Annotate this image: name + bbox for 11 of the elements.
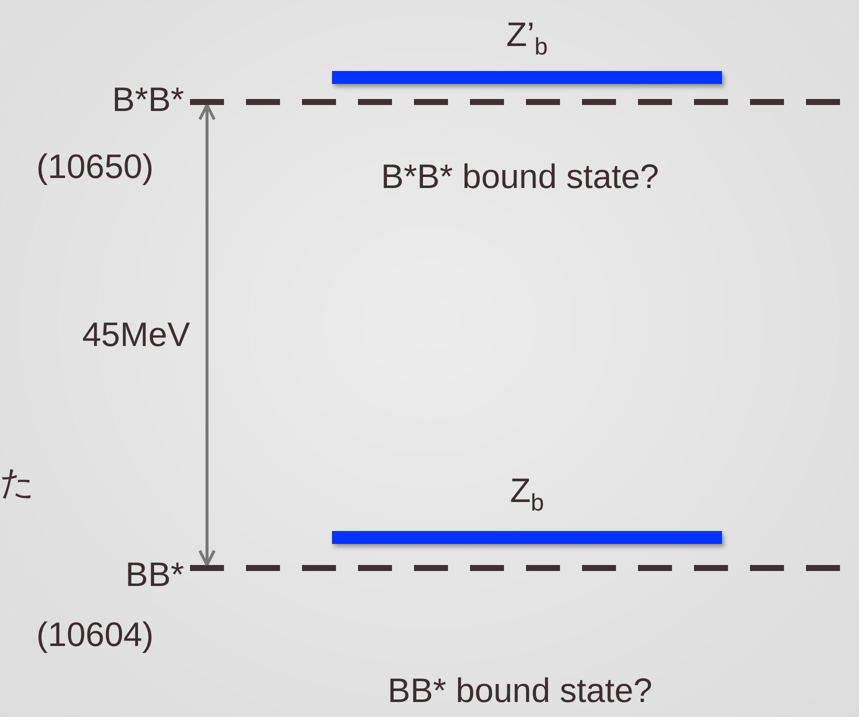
- threshold-label: BB*: [124, 558, 184, 592]
- mass-value: (10650): [35, 150, 155, 184]
- energy-level-bar: [332, 71, 722, 84]
- edge-label: 45MeV: [81, 318, 190, 352]
- double-arrow: [198, 104, 216, 566]
- energy-level-bar: [332, 531, 722, 544]
- cut-off-text: た: [0, 466, 36, 500]
- note-text: B*B* bound state?: [380, 160, 660, 194]
- threshold-label: B*B*: [111, 83, 184, 117]
- mass-value: (10604): [35, 618, 155, 652]
- note-text: BB* bound state?: [386, 674, 654, 708]
